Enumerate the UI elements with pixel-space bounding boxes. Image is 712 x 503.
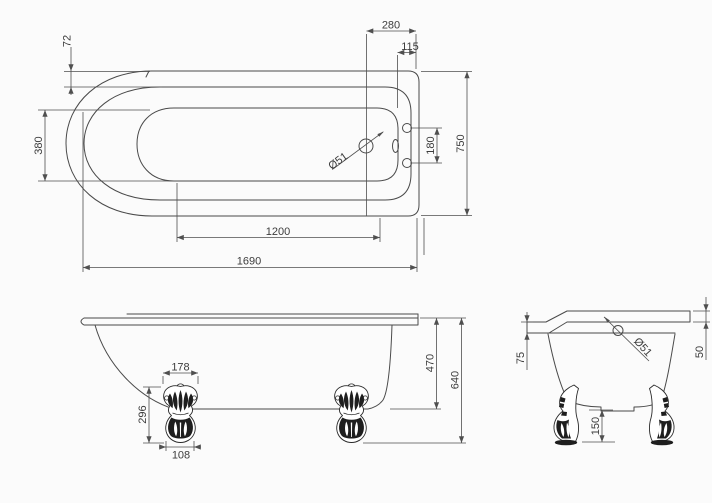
dim-overflow-to-end: 115 <box>397 41 419 108</box>
dim-label: 72 <box>62 35 74 47</box>
dim-label: 108 <box>172 450 190 462</box>
dim-basin-length: 1200 <box>176 183 381 242</box>
dim-drain-to-end: 280 <box>366 20 417 216</box>
tap-hole <box>402 123 412 133</box>
dim-rim-edge-height: 75 <box>515 312 533 370</box>
overflow-hole <box>392 139 399 153</box>
waste-hole <box>358 138 374 154</box>
dim-foot-base-width: 108 <box>159 441 201 462</box>
dim-label: 115 <box>401 41 419 53</box>
tangent-notch <box>145 70 150 78</box>
dim-tap-spacing: 180 <box>411 127 442 164</box>
dim-foot-height: 296 <box>137 386 164 444</box>
waste-hole <box>612 325 624 336</box>
front-elevation-view: 178 296 108 470 640 <box>80 313 466 462</box>
dim-label: Ø51 <box>631 336 654 359</box>
dim-label: 178 <box>171 362 189 374</box>
dim-inner-width: 380 <box>33 109 173 182</box>
rim-inner-outline <box>83 86 412 201</box>
claw-foot <box>648 384 675 446</box>
claw-foot <box>553 384 580 446</box>
side-elevation-view: Ø51 75 50 150 <box>515 297 710 446</box>
dim-label: 470 <box>425 354 437 372</box>
dim-rim-to-underside: 470 <box>390 318 441 410</box>
dim-rim-thickness: 50 <box>693 297 710 360</box>
tub-outer-outline <box>65 70 420 217</box>
basin-outline <box>136 107 399 182</box>
plan-view: 72 280 115 380 180 <box>33 20 472 272</box>
dim-label: 750 <box>455 134 467 152</box>
claw-foot <box>334 383 369 443</box>
tap-hole <box>402 158 412 168</box>
dim-label: 50 <box>694 346 706 358</box>
dim-label: 75 <box>515 352 527 364</box>
dim-label: 380 <box>33 136 45 154</box>
waste-diameter-callout: Ø51 <box>326 131 384 172</box>
dim-overall-length: 1690 <box>82 112 418 272</box>
dim-foot-top-width: 178 <box>162 362 199 384</box>
dim-label: 1690 <box>237 256 261 268</box>
dim-overall-height: 640 <box>363 317 466 444</box>
rim-top-edge <box>80 313 419 326</box>
body-underside <box>567 400 662 412</box>
tub-body-profile <box>94 324 393 410</box>
rim-band <box>526 310 691 334</box>
waste-diameter-callout: Ø51 <box>603 316 654 362</box>
dim-rim-width: 72 <box>62 35 162 95</box>
dim-label: 640 <box>450 371 462 389</box>
dim-underside-clearance: 150 <box>582 409 615 443</box>
dim-label: 296 <box>137 405 149 423</box>
claw-foot <box>163 383 198 443</box>
dim-overall-width: 750 <box>421 71 472 216</box>
dim-label: Ø51 <box>326 150 350 172</box>
dim-label: 280 <box>382 20 400 32</box>
dim-label: 180 <box>425 136 437 154</box>
dim-label: 1200 <box>266 226 290 238</box>
dim-label: 150 <box>590 417 602 435</box>
